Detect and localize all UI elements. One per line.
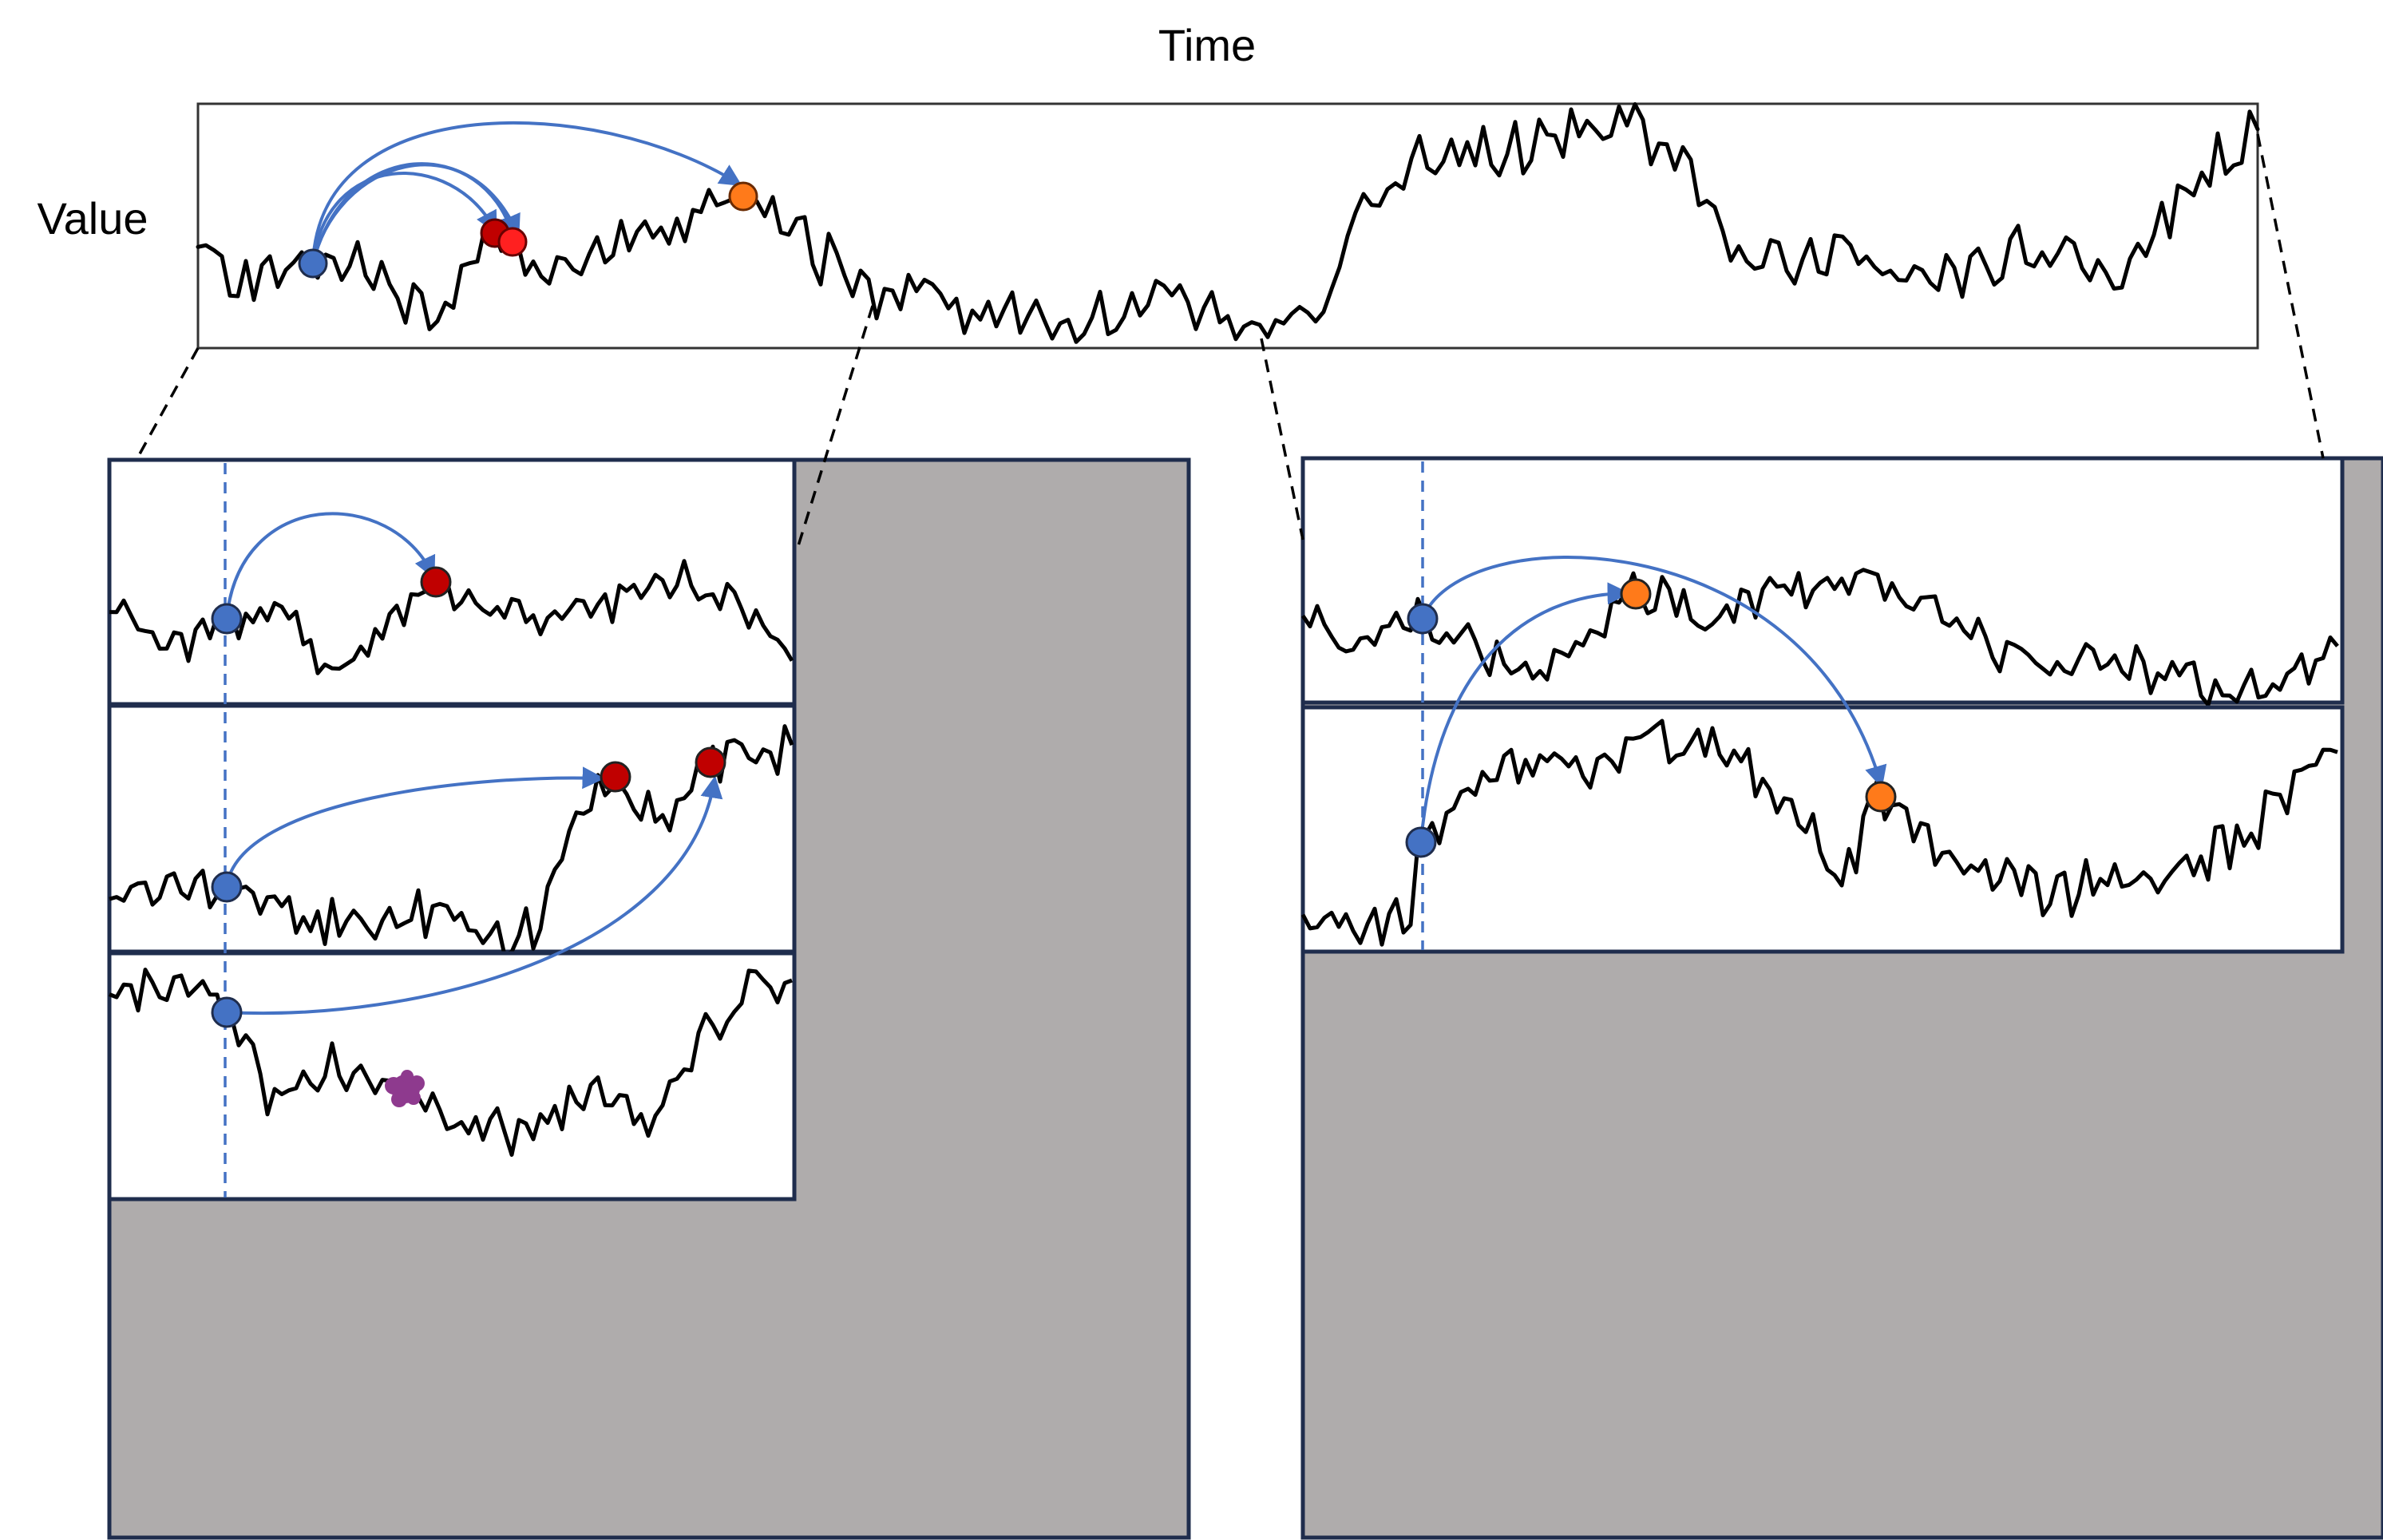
- left-arrow-panel1: [225, 512, 436, 620]
- right-subplot-1-series: [1300, 568, 2339, 707]
- top-arrow-to-red-1: [311, 172, 497, 264]
- top-plot-arrows: [311, 121, 742, 264]
- purple-blob-marker: [385, 1070, 425, 1107]
- left-subplot-2-frame: [107, 703, 797, 954]
- top-plot-markers: [298, 181, 758, 279]
- left-panel-arrows: [225, 512, 723, 1015]
- right-orange-match-2: [1865, 781, 1897, 813]
- left-query-point-2: [211, 871, 243, 903]
- left-query-point-1: [211, 603, 243, 635]
- left-red-match-1: [420, 566, 452, 598]
- time-label: Time: [1158, 20, 1256, 70]
- right-panel-group: [1300, 456, 2383, 1540]
- right-arrow-to-orange-top: [1419, 582, 1630, 842]
- right-subplot-2-series: [1300, 719, 2338, 947]
- right-arrow-to-orange-bottom: [1421, 556, 1887, 789]
- right-zoom-guide-end: [2256, 133, 2325, 459]
- left-zoom-guide-start: [136, 347, 200, 459]
- right-zoom-guide-start: [1260, 338, 1304, 540]
- top-arrow-to-red-3: [311, 163, 521, 264]
- top-arrow-to-orange: [311, 121, 742, 264]
- left-query-point-3: [211, 996, 243, 1028]
- top-query-point: [298, 248, 328, 279]
- left-red-match-2: [600, 761, 631, 793]
- value-label: Value: [37, 193, 148, 243]
- right-orange-match-1: [1620, 578, 1652, 610]
- right-query-point-1: [1407, 603, 1439, 635]
- right-panel-arrows: [1419, 556, 1887, 842]
- top-plot: [196, 102, 2260, 350]
- left-panel-markers: [211, 566, 726, 1107]
- top-red-match-2: [497, 227, 528, 257]
- zoom-guide-lines: [136, 133, 2325, 552]
- top-orange-match: [728, 181, 758, 212]
- right-panel-markers: [1405, 578, 1897, 858]
- left-panel-group: [107, 457, 1191, 1540]
- right-subplot-2-frame: [1300, 705, 2345, 954]
- left-arrow-panel3: [226, 775, 723, 1015]
- left-red-match-3: [695, 746, 726, 778]
- top-series-line: [196, 102, 2260, 344]
- left-arrow-panel2: [225, 766, 605, 887]
- right-query-point-2: [1405, 826, 1437, 858]
- top-plot-frame: [196, 102, 2259, 350]
- right-subplot-1-frame: [1300, 456, 2345, 705]
